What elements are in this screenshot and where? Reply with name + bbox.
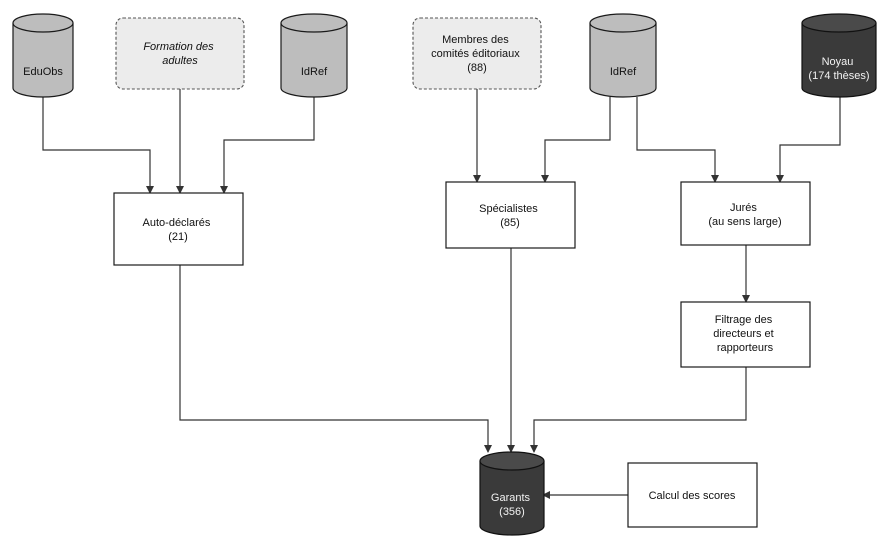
connector-idref-right-to-specialistes bbox=[541, 97, 611, 183]
eduobs-label: EduObs bbox=[23, 66, 63, 78]
connector-auto-declares-to-garants bbox=[179, 265, 492, 453]
connector-noyau-to-jures bbox=[776, 97, 841, 183]
specialistes-label: Spécialistes (85) bbox=[479, 203, 541, 229]
auto-declares-label: Auto-déclarés (21) bbox=[143, 217, 214, 243]
node-specialistes-box: Spécialistes (85) bbox=[445, 181, 576, 249]
idref-right-label: IdRef bbox=[610, 66, 637, 78]
connector-eduobs-to-auto-declares bbox=[42, 97, 154, 194]
node-garants-cylinder: Garants (356) bbox=[479, 451, 545, 536]
source-eduobs-cylinder: EduObs bbox=[12, 13, 74, 98]
jures-label: Jurés (au sens large) bbox=[708, 202, 781, 228]
node-jures-box: Jurés (au sens large) bbox=[680, 181, 811, 246]
connector-idref-right-to-jures bbox=[636, 97, 719, 183]
source-idref-left-cylinder: IdRef bbox=[280, 13, 348, 98]
noyau-label: Noyau (174 thèses) bbox=[808, 56, 869, 82]
node-filtrage-box: Filtrage des directeurs et rapporteurs bbox=[680, 301, 811, 368]
filtrage-label: Filtrage des directeurs et rapporteurs bbox=[713, 314, 777, 354]
source-idref-right-cylinder: IdRef bbox=[589, 13, 657, 98]
connectors bbox=[42, 89, 841, 499]
connector-filtrage-to-garants bbox=[530, 367, 747, 453]
idref-left-label: IdRef bbox=[301, 66, 328, 78]
calcul-label: Calcul des scores bbox=[649, 490, 736, 502]
garants-label: Garants (356) bbox=[491, 492, 533, 518]
membres-label: Membres des comités éditoriaux (88) bbox=[431, 34, 523, 74]
node-calcul-scores-box: Calcul des scores bbox=[627, 462, 758, 528]
source-noyau-cylinder: Noyau (174 thèses) bbox=[801, 13, 877, 98]
source-membres-comites-note: Membres des comités éditoriaux (88) bbox=[412, 17, 542, 90]
source-formation-adultes-note: Formation des adultes bbox=[115, 17, 245, 90]
node-auto-declares-box: Auto-déclarés (21) bbox=[113, 192, 244, 266]
formation-label: Formation des adultes bbox=[143, 41, 216, 67]
connector-idref-left-to-auto-declares bbox=[220, 97, 315, 194]
